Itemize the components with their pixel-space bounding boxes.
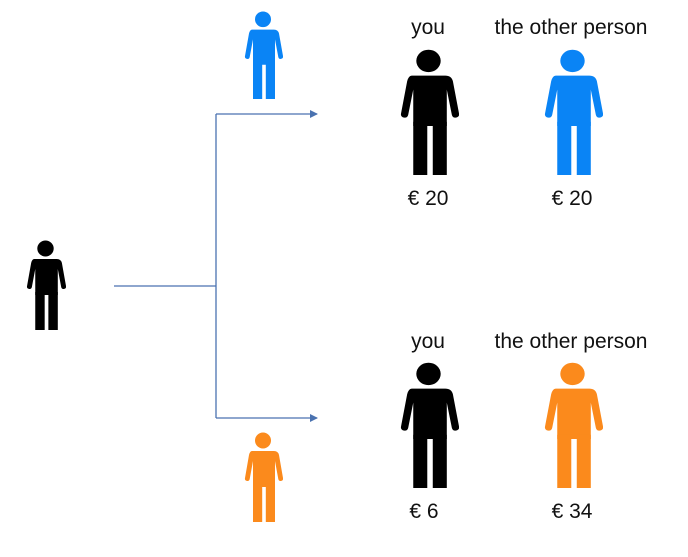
bottom-other-person-icon [542, 362, 603, 488]
bottom-you-person-icon [398, 362, 459, 488]
bottom-you-amount: € 6 [409, 500, 439, 523]
bottom-you-label: you [411, 330, 445, 353]
top-you-label: you [411, 16, 445, 39]
bottom-other-person-label: the other person [494, 330, 648, 353]
blue-person-icon [243, 11, 283, 99]
decider-person-icon [25, 240, 66, 330]
top-other-amount: € 20 [551, 187, 593, 210]
orange-person-icon [243, 432, 283, 522]
bottom-other-amount: € 34 [551, 500, 593, 523]
top-you-person-icon [398, 49, 459, 175]
top-you-amount: € 20 [407, 187, 449, 210]
top-other-person-label: the other person [494, 16, 648, 39]
top-other-person-icon [542, 49, 603, 175]
